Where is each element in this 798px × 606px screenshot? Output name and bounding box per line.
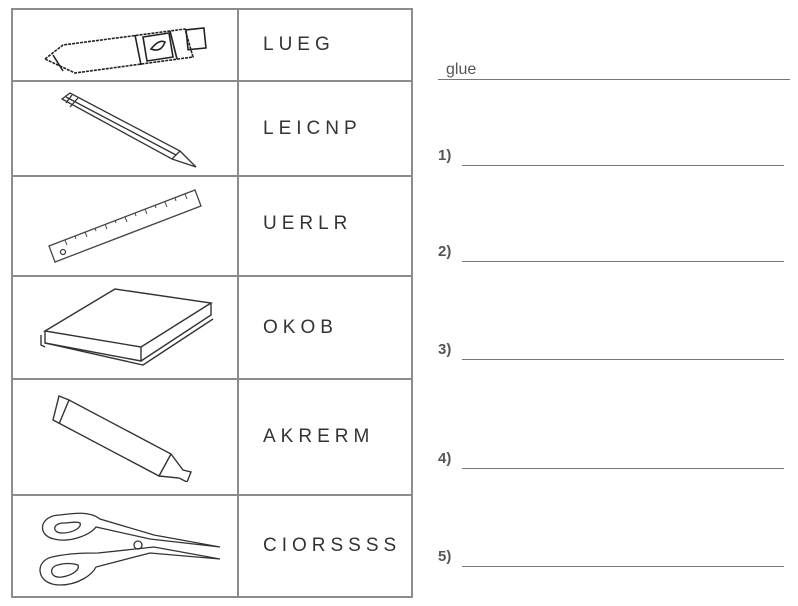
answer-line[interactable] bbox=[462, 261, 784, 262]
answer-field-4[interactable]: 4) bbox=[438, 439, 784, 469]
answer-number: 1) bbox=[438, 147, 452, 164]
scissors-icon bbox=[13, 496, 239, 596]
answer-line[interactable] bbox=[462, 359, 784, 360]
answer-field-1[interactable]: 1) bbox=[438, 136, 784, 166]
glue-tube-icon bbox=[13, 10, 239, 80]
scrambled-word: CIORSSSS bbox=[263, 535, 402, 556]
book-icon bbox=[13, 277, 239, 378]
ruler-icon bbox=[13, 177, 239, 275]
marker-icon bbox=[13, 380, 239, 494]
word-scramble-table: LUEG LEICNP UERLR bbox=[11, 8, 413, 598]
answer-field-3[interactable]: 3) bbox=[438, 330, 784, 360]
table-row: AKRERM bbox=[13, 380, 411, 496]
example-answer: glue bbox=[438, 56, 790, 80]
table-row: CIORSSSS bbox=[13, 496, 411, 596]
answer-line[interactable] bbox=[462, 165, 784, 166]
table-row: OKOB bbox=[13, 277, 411, 380]
scrambled-word: AKRERM bbox=[263, 426, 375, 447]
scrambled-word: LEICNP bbox=[263, 118, 362, 139]
table-row: LEICNP bbox=[13, 82, 411, 177]
pencil-icon bbox=[13, 82, 239, 175]
example-answer-text: glue bbox=[446, 61, 477, 78]
scrambled-word: OKOB bbox=[263, 316, 338, 338]
answer-number: 3) bbox=[438, 341, 452, 358]
scrambled-word: UERLR bbox=[263, 213, 353, 234]
answer-line[interactable] bbox=[462, 468, 784, 469]
scrambled-word: LUEG bbox=[263, 34, 335, 55]
answer-number: 4) bbox=[438, 450, 452, 467]
answer-line bbox=[438, 79, 790, 80]
answer-field-5[interactable]: 5) bbox=[438, 537, 784, 567]
answer-number: 5) bbox=[438, 548, 452, 565]
answer-number: 2) bbox=[438, 243, 452, 260]
table-row: UERLR bbox=[13, 177, 411, 277]
answer-field-2[interactable]: 2) bbox=[438, 232, 784, 262]
answer-line[interactable] bbox=[462, 566, 784, 567]
table-row: LUEG bbox=[13, 10, 411, 82]
